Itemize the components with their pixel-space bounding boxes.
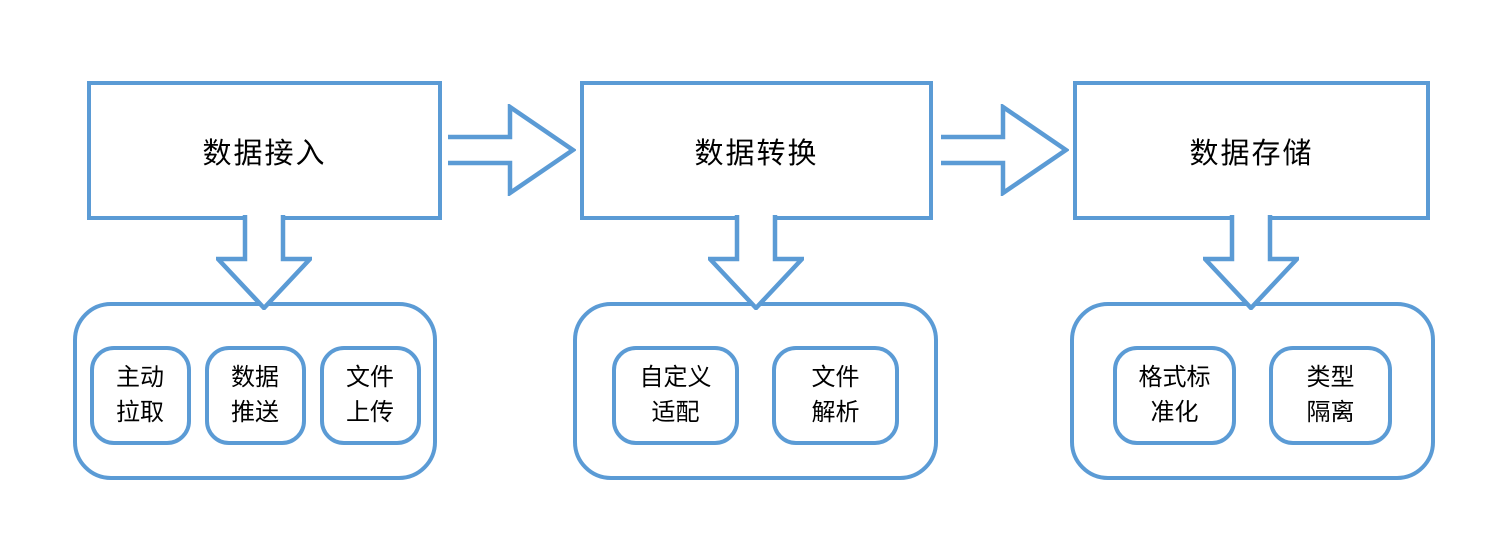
sub-item-label: 文件 上传 xyxy=(346,364,394,426)
arrow-right-icon xyxy=(448,104,576,196)
stage-title-data-storage: 数据存储 xyxy=(1189,137,1314,170)
stage-group-data-transform: 自定义 适配 文件 解析 xyxy=(573,302,938,480)
sub-item-box-file-upload: 文件 上传 xyxy=(319,345,421,445)
sub-item-box-format-standardize: 格式标 准化 xyxy=(1113,345,1236,445)
arrow-down-icon xyxy=(216,215,312,310)
sub-item-box-file-parse: 文件 解析 xyxy=(772,345,899,445)
stage-box-data-storage: 数据存储 xyxy=(1073,81,1430,220)
stage-title-data-ingest: 数据接入 xyxy=(202,137,327,170)
stage-title-data-transform: 数据转换 xyxy=(694,137,819,170)
arrow-down-icon xyxy=(708,215,804,310)
stage-box-data-transform: 数据转换 xyxy=(580,81,933,220)
sub-item-box-type-isolation: 类型 隔离 xyxy=(1269,345,1392,445)
sub-item-label: 主动 拉取 xyxy=(116,364,164,426)
sub-item-label: 类型 隔离 xyxy=(1306,364,1355,426)
stage-group-data-storage: 格式标 准化 类型 隔离 xyxy=(1070,302,1435,480)
sub-item-box-active-pull: 主动 拉取 xyxy=(89,345,191,445)
arrow-down-icon xyxy=(1203,215,1299,310)
sub-item-label: 数据 推送 xyxy=(231,364,279,426)
sub-item-label: 格式标 准化 xyxy=(1138,364,1211,426)
sub-item-label: 自定义 适配 xyxy=(639,364,712,426)
stage-box-data-ingest: 数据接入 xyxy=(87,81,442,220)
sub-item-box-custom-adapter: 自定义 适配 xyxy=(612,345,739,445)
arrow-right-icon xyxy=(941,104,1069,196)
stage-group-data-ingest: 主动 拉取 数据 推送 文件 上传 xyxy=(73,302,437,480)
sub-item-box-data-push: 数据 推送 xyxy=(204,345,306,445)
sub-item-label: 文件 解析 xyxy=(811,364,860,426)
